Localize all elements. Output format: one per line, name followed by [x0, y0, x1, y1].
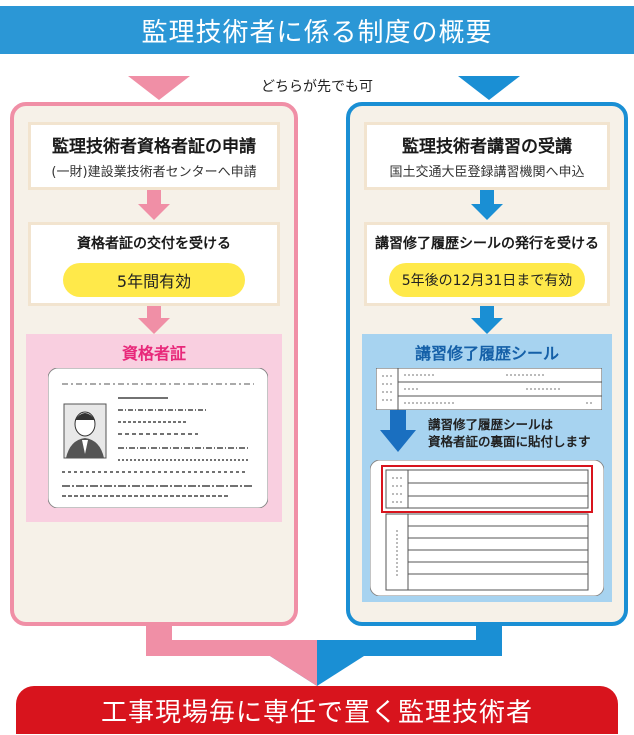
- blue-down-arrow-icon: [458, 76, 520, 100]
- attach-down-arrow-icon: [380, 410, 416, 452]
- attach-note-line1: 講習修了履歴シールは: [428, 417, 554, 432]
- left-validity-pill: 5年間有効: [63, 263, 245, 297]
- left-arrow-1-icon: [138, 190, 170, 220]
- attach-note-line2: 資格者証の裏面に貼付します: [428, 434, 591, 449]
- right-arrow-2-icon: [471, 306, 503, 334]
- right-heading: 監理技術者講習の受講: [402, 137, 572, 157]
- order-note: どちらが先でも可: [261, 79, 373, 95]
- result-banner: 工事現場毎に専任で置く監理技術者: [16, 686, 618, 734]
- merge-connector: [146, 626, 502, 686]
- certificate-card-illustration: [48, 368, 268, 508]
- left-subheading: (一財)建設業技術者センターへ申請: [51, 165, 257, 180]
- pink-down-arrow-icon: [128, 76, 190, 100]
- portrait-icon: [63, 403, 107, 459]
- right-step2-card: 講習修了履歴シールの発行を受ける 5年後の12月31日まで有効: [364, 222, 610, 306]
- left-arrow-2-icon: [138, 306, 170, 334]
- top-arrows: [128, 76, 520, 100]
- left-step2-card: 資格者証の交付を受ける 5年間有効: [28, 222, 280, 306]
- page-title: 監理技術者に係る制度の概要: [0, 6, 634, 54]
- right-heading-card: 監理技術者講習の受講 国土交通大臣登録講習機関へ申込: [364, 122, 610, 190]
- sticker-illustration: [376, 368, 602, 410]
- certificate-label: 資格者証: [121, 344, 186, 363]
- right-arrow-1-icon: [471, 190, 503, 220]
- sticker-label: 講習修了履歴シール: [414, 344, 559, 363]
- left-heading-card: 監理技術者資格者証の申請 (一財)建設業技術者センターへ申請: [28, 122, 280, 190]
- certificate-back-illustration: [370, 460, 604, 596]
- attach-note: 講習修了履歴シールは 資格者証の裏面に貼付します: [428, 416, 612, 450]
- right-step2-label: 講習修了履歴シールの発行を受ける: [375, 236, 599, 252]
- right-validity-pill: 5年後の12月31日まで有効: [389, 263, 585, 297]
- left-step2-label: 資格者証の交付を受ける: [77, 236, 231, 252]
- right-subheading: 国土交通大臣登録講習機関へ申込: [389, 165, 585, 180]
- left-heading: 監理技術者資格者証の申請: [52, 137, 256, 157]
